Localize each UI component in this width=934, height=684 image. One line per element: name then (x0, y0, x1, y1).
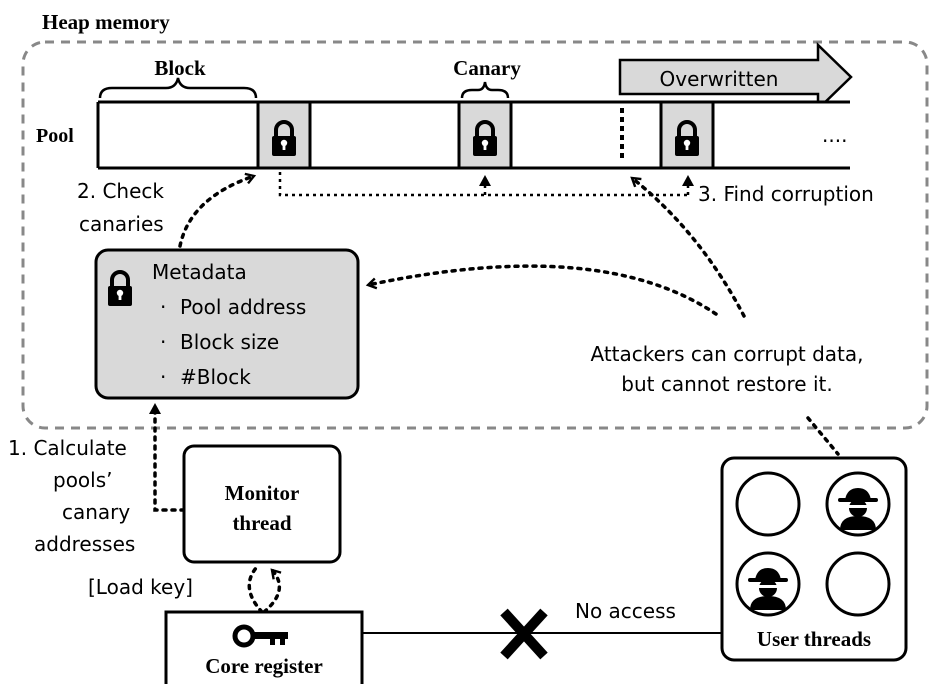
calculate-label-4: addresses (34, 532, 135, 556)
metadata-bullet: · (160, 330, 166, 354)
metadata-item: Block size (180, 330, 279, 354)
check-canaries-path (278, 172, 688, 197)
pool-label: Pool (36, 125, 74, 147)
calculate-label-3: canary (62, 500, 130, 524)
canary-brace (460, 81, 510, 99)
load-key-label: [Load key] (88, 575, 193, 599)
canary-1 (256, 100, 312, 170)
attack-pool-arrow (632, 176, 746, 318)
check-canaries-label-2: canaries (79, 212, 164, 236)
attackers-text-2: but cannot restore it. (621, 372, 832, 396)
attackers-text-1: Attackers can corrupt data, (590, 342, 863, 366)
user-thread-circle-attacker (825, 471, 891, 537)
key-icon (232, 624, 288, 648)
metadata-title: Metadata (152, 260, 247, 284)
metadata-bullet: · (160, 365, 166, 389)
user-thread-circle (825, 551, 891, 617)
metadata-item: Pool address (180, 295, 306, 319)
calculate-arrow (149, 402, 186, 512)
no-access-label: No access (575, 599, 676, 623)
attack-metadata-arrow (368, 264, 718, 316)
find-corruption-label: 3. Find corruption (698, 182, 874, 206)
canary-3 (659, 100, 715, 170)
x-mark-icon (500, 608, 548, 660)
user-threads-label: User threads (757, 627, 871, 651)
load-key-arrow (262, 568, 279, 614)
metadata-item: #Block (180, 365, 251, 389)
canary-2 (457, 100, 513, 170)
block-label: Block (154, 56, 206, 80)
attacker-link (806, 416, 840, 456)
calculate-label-1: 1. Calculate (8, 436, 127, 460)
monitor-thread-label-1: Monitor (225, 481, 300, 505)
core-register-box (164, 610, 364, 684)
pool-ellipsis: .... (822, 123, 847, 147)
canary-label: Canary (453, 56, 521, 80)
block-brace (98, 77, 258, 99)
check-canaries-label-1: 2. Check (77, 179, 164, 203)
check-canaries-arrow (178, 176, 254, 248)
heap-memory-region (21, 40, 929, 430)
heap-memory-title: Heap memory (42, 10, 170, 34)
overwritten-arrow (618, 42, 853, 112)
metadata-box (94, 248, 360, 400)
overwritten-label: Overwritten (660, 67, 779, 91)
monitor-thread-label-2: thread (232, 511, 291, 535)
user-thread-circle-attacker (735, 551, 801, 617)
monitor-thread-box (182, 444, 342, 564)
metadata-bullet: · (160, 295, 166, 319)
calculate-label-2: pools’ (53, 468, 113, 492)
core-register-label: Core register (205, 654, 323, 678)
user-thread-circle (735, 471, 801, 537)
